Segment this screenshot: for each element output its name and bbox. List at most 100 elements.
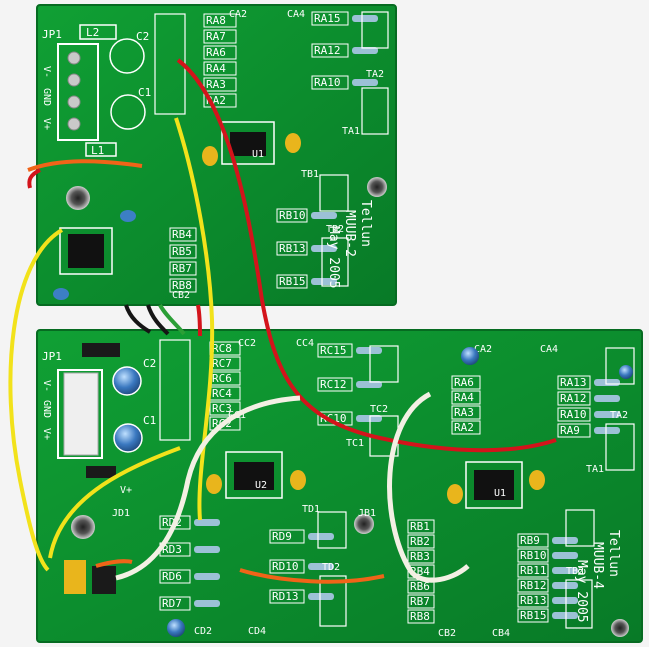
- wire-yellow-short: [48, 446, 181, 559]
- resistor: [594, 379, 620, 386]
- top-cb2-label: CB2: [172, 290, 190, 301]
- silkscreen-box: [517, 563, 549, 578]
- bottom-mount-hole: [611, 619, 629, 637]
- wire-yellow-long: [174, 117, 215, 521]
- silkscreen-box: [169, 244, 197, 259]
- silkscreen-box: [317, 411, 353, 426]
- bottom-tb2-outline: [565, 579, 593, 629]
- resistor: [552, 552, 578, 559]
- resistor: [356, 415, 382, 422]
- resistor: [311, 212, 337, 219]
- bottom-tc2-outline: [369, 345, 399, 383]
- bottom-tb2-label: TB2: [566, 566, 584, 577]
- top-l1-outline: [85, 142, 117, 157]
- wire-orange: [239, 568, 385, 584]
- top-title-model: MUUB-2: [342, 210, 357, 257]
- bottom-jp1-label: JP1: [42, 350, 62, 363]
- bottom-terminal-vminus: V-: [41, 380, 52, 392]
- component-label: RB10: [279, 209, 306, 222]
- bottom-cap-blue: [461, 347, 479, 365]
- silkscreen-box: [557, 375, 591, 390]
- bottom-ca2-label: CA2: [474, 344, 492, 355]
- bottom-jb1-label: JB1: [358, 508, 376, 519]
- component-label: RB10: [520, 549, 547, 562]
- silkscreen-box: [169, 278, 197, 293]
- top-c2-outline: [109, 38, 145, 74]
- wire-white: [387, 391, 470, 583]
- component-label: RB13: [520, 594, 547, 607]
- resistor: [194, 546, 220, 553]
- top-ta1-label: TA1: [342, 126, 360, 137]
- component-label: RD10: [272, 560, 299, 573]
- bottom-cap-yellow: [447, 484, 463, 504]
- bottom-ta2-outline: [605, 347, 635, 385]
- bottom-td2-outline: [319, 575, 347, 627]
- bottom-diode: [82, 343, 120, 357]
- bottom-cc2-label: CC2: [238, 338, 256, 349]
- silkscreen-box: [203, 29, 237, 44]
- component-label: RA12: [560, 392, 587, 405]
- component-label: RC12: [320, 378, 347, 391]
- component-label: RB7: [172, 262, 192, 275]
- top-terminal-outline: [57, 43, 99, 141]
- silkscreen-box: [517, 548, 549, 563]
- silkscreen-box: [407, 534, 435, 549]
- silkscreen-box: [451, 405, 481, 420]
- component-label: RA10: [560, 408, 587, 421]
- component-label: RD7: [162, 597, 182, 610]
- silkscreen-box: [276, 274, 308, 289]
- component-label: RD13: [272, 590, 299, 603]
- component-label: RB15: [279, 275, 306, 288]
- bottom-tb1-outline: [565, 509, 595, 547]
- resistor: [308, 533, 334, 540]
- silkscreen-box: [169, 261, 197, 276]
- silkscreen-box: [407, 609, 435, 624]
- bottom-c2-capacitor: [112, 366, 142, 396]
- wire-white: [115, 395, 301, 581]
- bottom-board: JP1 V- GND V+ C2 C1 V+ RC8RC7RC6RC4RC3RC…: [36, 329, 643, 643]
- resistor: [194, 573, 220, 580]
- component-label: RA2: [454, 421, 474, 434]
- component-label: RA4: [206, 62, 226, 75]
- bottom-cap-blue: [167, 619, 185, 637]
- silkscreen-box: [269, 589, 305, 604]
- top-cap-yellow: [285, 133, 301, 153]
- top-ca2-label: CA2: [229, 9, 247, 20]
- wire-green: [158, 303, 186, 336]
- silkscreen-box: [317, 377, 353, 392]
- silkscreen-box: [169, 227, 197, 242]
- bottom-c1-label: C1: [143, 414, 156, 427]
- silkscreen-box: [557, 407, 591, 422]
- silkscreen-box: [451, 390, 481, 405]
- resistor: [194, 600, 220, 607]
- top-cap-blue: [53, 288, 69, 300]
- resistor: [352, 47, 378, 54]
- component-label: RC8: [212, 342, 232, 355]
- top-tb1-label: TB1: [301, 169, 319, 180]
- bottom-vplus-label: V+: [120, 485, 132, 496]
- component-label: RA13: [560, 376, 587, 389]
- bottom-regulator: [92, 566, 116, 594]
- top-terminal-pins: [67, 51, 81, 131]
- silkscreen-box: [311, 11, 349, 26]
- bottom-tc1-label: TC1: [346, 438, 364, 449]
- resistor: [311, 278, 337, 285]
- silkscreen-box: [159, 569, 191, 584]
- silkscreen-box: [276, 208, 308, 223]
- component-label: RC3: [212, 402, 232, 415]
- silkscreen-box: [203, 77, 237, 92]
- resistor: [308, 563, 334, 570]
- top-title-date: May 2005: [326, 226, 341, 289]
- silkscreen-box: [269, 559, 305, 574]
